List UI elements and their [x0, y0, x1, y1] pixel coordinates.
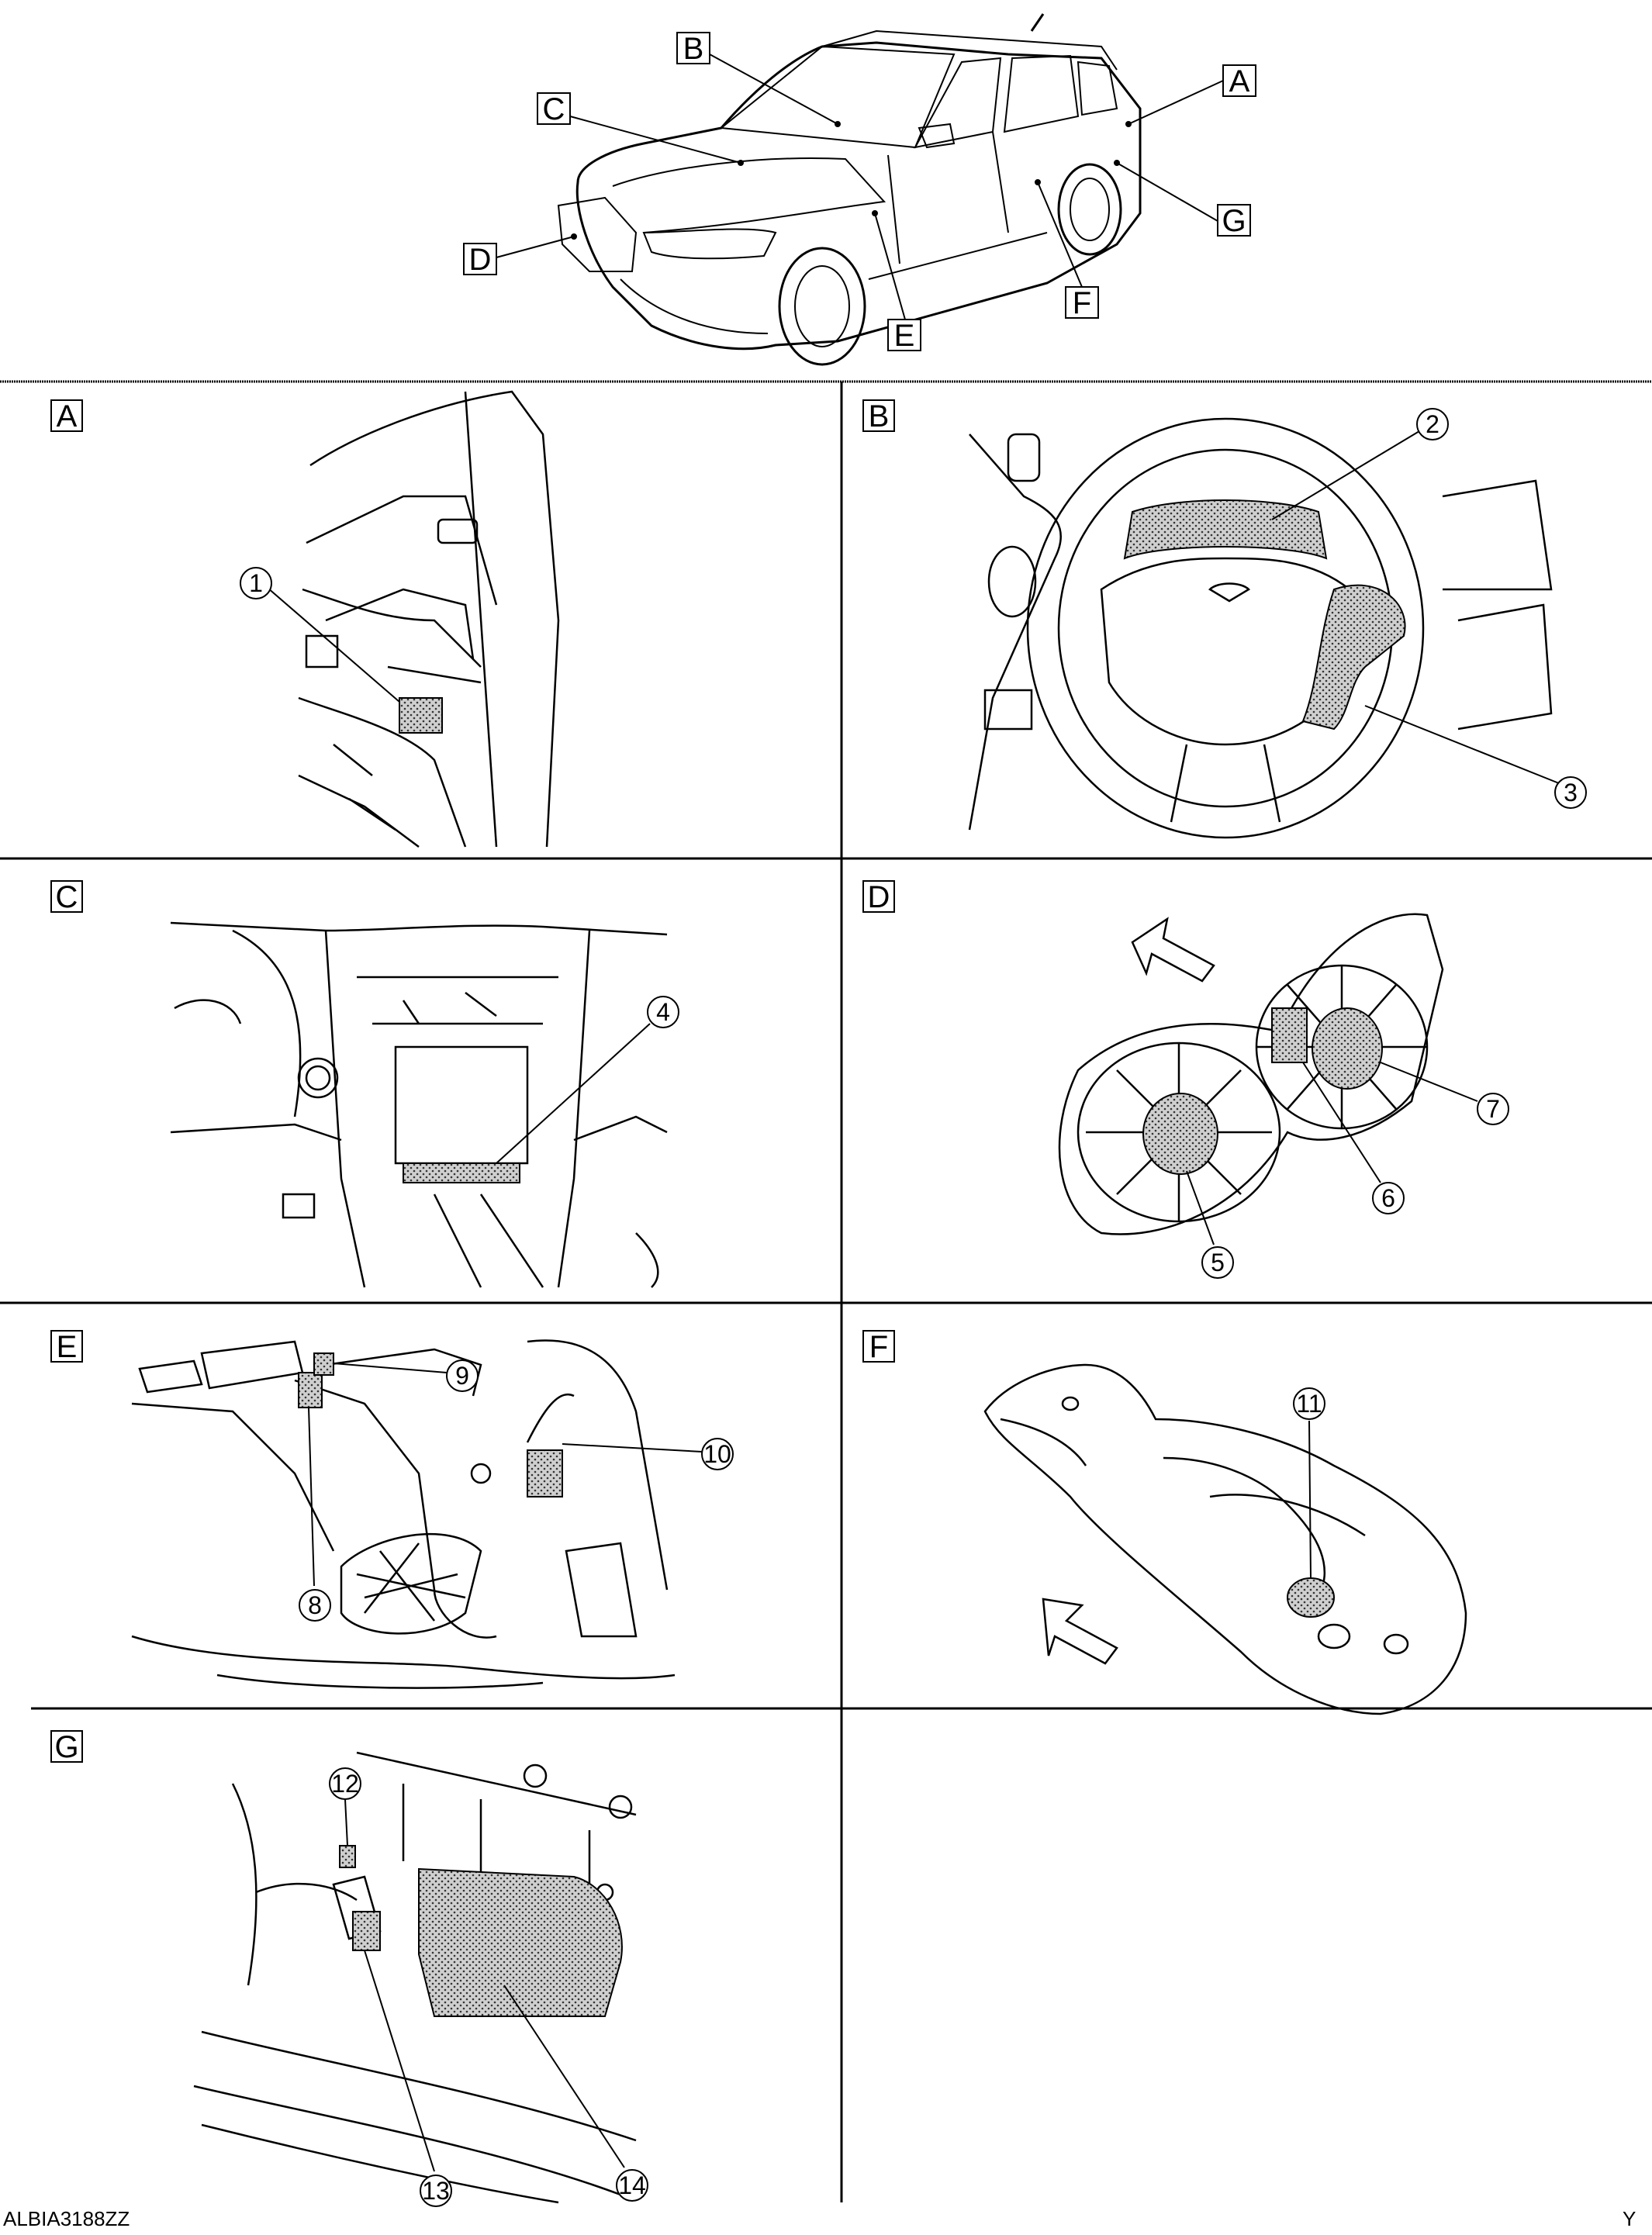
panel-c-label: C [56, 880, 78, 914]
panel-g: G 12 13 14 [50, 1730, 648, 2207]
part-12-label: 12 [331, 1770, 359, 1798]
overview-callout-b: B [676, 32, 710, 66]
steering-wheel-rim [1026, 417, 1425, 839]
car-grille [557, 196, 638, 272]
panel-b: B 2 3 [862, 399, 1587, 839]
panel-g-label: G [54, 1730, 78, 1764]
part-11-component [1287, 1577, 1335, 1618]
part-4-component [403, 1162, 520, 1183]
part-6-component [1271, 1007, 1308, 1063]
svg-text:A: A [1229, 64, 1250, 98]
part-10-label: 10 [703, 1440, 731, 1468]
part-8-label: 8 [308, 1591, 322, 1619]
part-8-component [298, 1372, 323, 1408]
part-13-component [352, 1911, 381, 1951]
car-rear-wheel-inner [1070, 178, 1110, 241]
car-side-windows [914, 54, 1118, 149]
part-3-component [1301, 584, 1406, 731]
overview-callout-a: A [1222, 64, 1256, 98]
part-14-component [418, 1867, 623, 2017]
part-11-label: 11 [1296, 1390, 1322, 1418]
car-mirror [918, 123, 956, 149]
overview-callout-d: D [463, 243, 497, 277]
car-headlight [642, 228, 777, 260]
part-13-label: 13 [422, 2177, 450, 2205]
panel-c: C 4 [50, 880, 679, 1288]
figure-code: ALBIA3188ZZ [3, 2207, 130, 2230]
panel-a-label: A [57, 399, 78, 434]
overview-leaders [496, 54, 1224, 320]
part-5-component [1142, 1093, 1218, 1175]
car-roof [821, 29, 1118, 71]
part-2-component [1123, 499, 1328, 560]
part-4-label: 4 [656, 998, 670, 1026]
svg-text:B: B [683, 32, 704, 66]
car-rear-wheel [1057, 163, 1122, 256]
panel-grid [0, 380, 1652, 2202]
panel-e: E 8 9 10 [50, 1330, 734, 1689]
part-5-label: 5 [1211, 1249, 1225, 1276]
svg-text:C: C [543, 92, 565, 126]
overview-callout-e: E [887, 319, 921, 353]
panel-f-label: F [869, 1330, 888, 1364]
part-7-label: 7 [1486, 1095, 1500, 1123]
part-1-component [399, 697, 443, 734]
part-12-component [339, 1845, 356, 1868]
overview-callout-g: G [1217, 204, 1251, 238]
fuel-tank-outline [983, 1363, 1467, 1715]
corner-mark: Y [1623, 2207, 1636, 2230]
car-doors [868, 131, 1048, 280]
car-bumper [620, 278, 769, 334]
part-2-label: 2 [1426, 410, 1439, 438]
panel-d-label: D [868, 880, 890, 914]
part-6-label: 6 [1381, 1184, 1395, 1212]
panel-f: F 11 [862, 1330, 1467, 1715]
overview-callouts: A B C D E F G [463, 32, 1256, 353]
car-hood [612, 157, 886, 233]
car-antenna [1030, 13, 1045, 32]
front-arrow [1131, 917, 1215, 983]
svg-text:D: D [469, 243, 492, 277]
part-7-component [1312, 1007, 1383, 1090]
car-body-outline [575, 41, 1142, 351]
panel-b-label: B [869, 399, 890, 434]
svg-text:E: E [894, 319, 915, 353]
car-front-wheel [778, 247, 866, 366]
panel-d: D 5 6 7 [862, 880, 1509, 1279]
panel-e-label: E [57, 1330, 78, 1364]
vehicle-overview [557, 13, 1142, 366]
panel-a: A 1 [50, 390, 560, 848]
svg-text:F: F [1073, 286, 1091, 320]
rear-arrow [1042, 1598, 1118, 1665]
part-10-component [527, 1449, 563, 1497]
overview-callout-c: C [537, 92, 571, 126]
car-windshield [719, 45, 956, 149]
part-9-label: 9 [455, 1362, 469, 1390]
part-14-label: 14 [618, 2171, 646, 2199]
svg-text:G: G [1222, 204, 1246, 238]
part-3-label: 3 [1564, 779, 1578, 807]
part-9-component [313, 1352, 334, 1376]
overview-callout-f: F [1065, 286, 1099, 320]
car-front-wheel-inner [794, 265, 850, 347]
part-1-label: 1 [249, 569, 263, 597]
